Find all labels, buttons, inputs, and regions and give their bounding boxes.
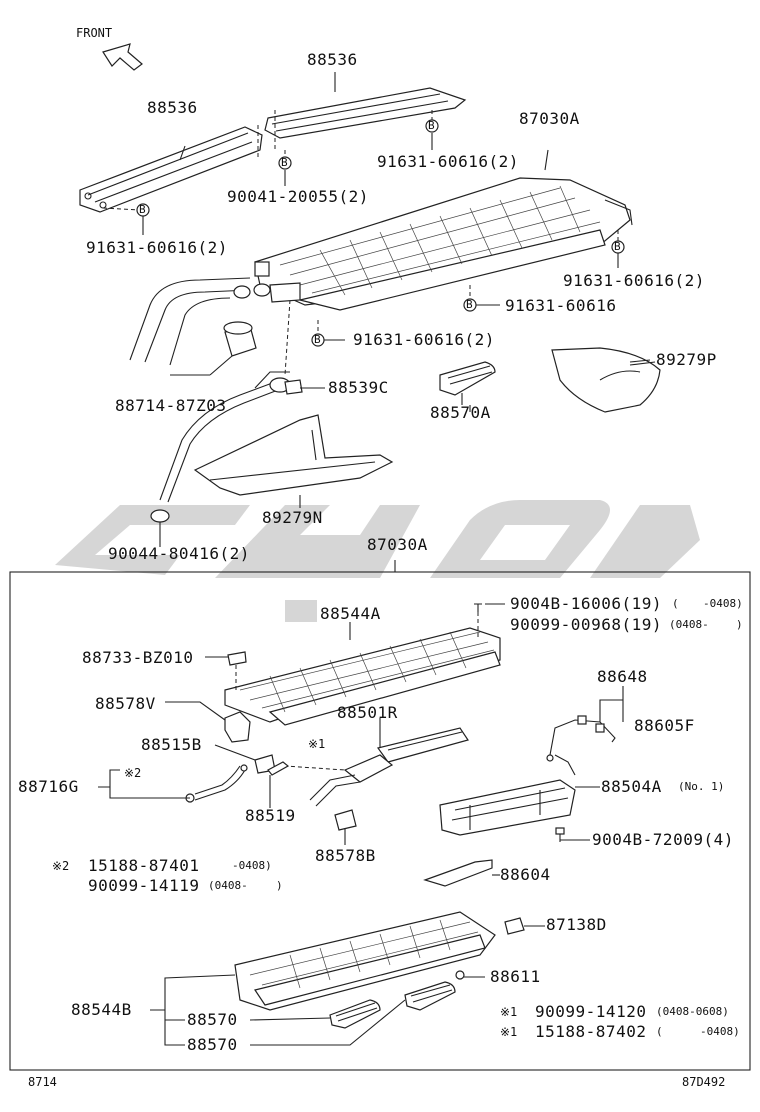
housing-88544A [224,603,501,726]
part-label-15188-87401: 15188-87401 [88,856,200,875]
lower-leaders [98,603,624,1046]
part-label-87030A-upper: 87030A [519,109,580,128]
footer-left-code: 8714 [28,1075,57,1089]
footer-right-code: 87D492 [682,1075,726,1089]
part-label-88544A: 88544A [320,604,381,623]
date-note-1: -0408) [703,597,743,610]
part-label-89279N: 89279N [262,508,323,527]
part-label-91631-a: 91631-60616(2) [377,152,519,171]
no1-note: (No. 1) [678,780,725,793]
part-label-15188-87402: 15188-87402 [535,1022,647,1041]
date-note-1a: ( [672,597,679,610]
front-label: FRONT [76,26,113,40]
date-note-6: -0408) [700,1025,740,1038]
date-note-6a: ( [656,1025,663,1038]
bolt-b-2: B [281,156,288,169]
part-label-90099-14119: 90099-14119 [88,876,200,895]
marker-note-3: ※2 [52,859,70,873]
part-label-87030A-assembly: 87030A [367,535,428,554]
bolt-b-1: B [428,119,435,132]
bolt-b-5: B [466,298,473,311]
part-label-88570-a: 88570 [187,1010,238,1029]
date-note-4: (0408- [208,879,248,892]
part-label-88536-left: 88536 [147,98,198,117]
part-label-88733: 88733-BZ010 [82,648,194,667]
date-note-2: (0408- [669,618,709,631]
marker-note-2: ※2 [124,766,142,780]
part-label-90099-14120: 90099-14120 [535,1002,647,1021]
unit-88504A [439,779,576,842]
marker-note-4: ※1 [500,1005,518,1019]
tray-89279N [193,414,394,508]
date-note-4b: ) [276,879,283,892]
part-label-88648: 88648 [597,667,648,686]
part-label-88611: 88611 [490,967,541,986]
part-label-88578V: 88578V [95,694,156,713]
part-label-88501R: 88501R [337,703,398,722]
part-label-90044: 90044-80416(2) [108,544,250,563]
cover-89279P [551,347,661,413]
watermark-logo [55,500,700,622]
bracket-88604 [423,859,493,887]
hose-88714 [129,277,301,376]
upper-leaders [142,72,656,572]
heater-88501R [269,727,469,807]
part-label-88544B: 88544B [71,1000,132,1019]
part-label-91631-b: 91631-60616(2) [86,238,228,257]
part-label-88539C: 88539C [328,378,389,397]
date-note-3: -0408) [232,859,272,872]
tube-88539C [150,371,320,540]
marker-note-5: ※1 [500,1025,518,1039]
bolt-b-3: B [139,203,146,216]
rail-88536-left [79,126,263,213]
bolt-b-6: B [314,333,321,346]
part-label-87138D: 87138D [546,915,607,934]
part-label-88578B: 88578B [315,846,376,865]
part-label-90041: 90041-20055(2) [227,187,369,206]
part-label-9004B-16006: 9004B-16006(19) [510,594,662,613]
part-label-88714: 88714-87Z03 [115,396,227,415]
bolt-b-4: B [614,240,621,253]
date-note-2b: ) [736,618,743,631]
part-label-88604: 88604 [500,865,551,884]
part-label-88504A: 88504A [601,777,662,796]
marker-note-1: ※1 [308,737,326,751]
part-label-88515B: 88515B [141,735,202,754]
fittings-88515B-88519 [185,754,290,803]
duct-assembly-87030A [254,149,633,311]
clip-88578B [334,809,357,831]
assembly-frame [9,571,751,1071]
part-label-91631-e: 91631-60616(2) [353,330,495,349]
date-note-5: (0408-0608) [656,1005,729,1018]
part-label-88716G: 88716G [18,777,79,796]
clip-88578V [224,711,251,743]
harness-88648 [546,715,616,776]
part-label-88605F: 88605F [634,716,695,735]
part-label-91631-d: 91631-60616 [505,296,617,315]
part-label-88519: 88519 [245,806,296,825]
part-label-91631-c: 91631-60616(2) [563,271,705,290]
part-label-89279P: 89279P [656,350,717,369]
sensor-87138D [504,917,525,935]
part-label-88536-right: 88536 [307,50,358,69]
part-label-88570-b: 88570 [187,1035,238,1054]
housing-88544B [234,911,496,1011]
grilles-88570 [329,981,456,1029]
pad-88733 [227,651,247,666]
part-label-88570A: 88570A [430,403,491,422]
part-label-9004B-72009: 9004B-72009(4) [592,830,734,849]
clip-88611 [455,970,465,980]
grille-88570A [439,361,496,405]
part-label-90099-00968: 90099-00968(19) [510,615,662,634]
front-arrow-icon [102,43,143,71]
